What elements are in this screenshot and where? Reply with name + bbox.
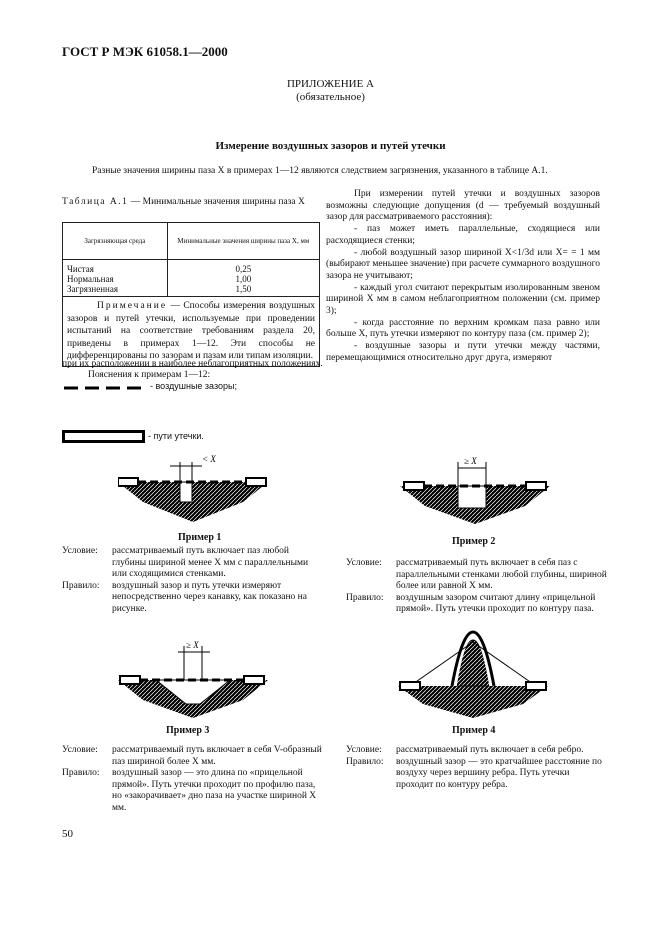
rule-label: Правило: (62, 768, 100, 778)
table-env-cell: Чистая Нормальная Загрязненная (62, 259, 168, 297)
lt-x-label: < X (202, 454, 216, 464)
legend-air-gap: - воздушные зазоры; (62, 381, 382, 395)
example-1-title: Пример 1 (178, 532, 222, 543)
rule-label: Правило: (62, 580, 100, 591)
condition-label: Условие: (346, 745, 382, 755)
intro-paragraph: Разные значения ширины паза X в примерах… (92, 166, 548, 176)
example-3-figure: ≥ X (118, 640, 268, 718)
double-line-icon (62, 430, 145, 443)
example-2-title: Пример 2 (452, 536, 496, 547)
allowance-paragraph: При измерении путей утечки и воздушных з… (326, 189, 600, 223)
section-title: Измерение воздушных зазоров и путей утеч… (215, 140, 446, 152)
rule-label: Правило: (346, 756, 384, 767)
condition-label: Условие: (62, 546, 98, 556)
allowance-paragraph: - любой воздушный зазор шириной X<1/3d и… (326, 247, 600, 281)
allowances-column: При измерении путей утечки и воздушных з… (326, 189, 600, 365)
example-3-text: Условие: рассматриваемый путь включает в … (62, 745, 324, 814)
explanations-heading: Пояснения к примерам 1—12: (88, 370, 211, 380)
example-4-rule: воздушный зазор — это кратчайшее расстоя… (396, 756, 602, 790)
table-header-environment: Загрязняющая среда (62, 222, 168, 260)
allowance-paragraph: - каждый угол считают перекрытым изолиро… (326, 282, 600, 317)
example-3-title: Пример 3 (166, 725, 210, 736)
example-1-condition: рассматриваемый путь включает паз любой … (112, 546, 309, 579)
table-header-min-width: Минимальные значения ширины паза X, мм (166, 222, 321, 260)
appendix-heading: ПРИЛОЖЕНИЕ А (обязательное) (0, 78, 661, 104)
appendix-title: ПРИЛОЖЕНИЕ А (286, 78, 374, 90)
example-4-text: Условие: рассматриваемый путь включает в … (346, 745, 608, 791)
allowance-paragraph: - когда расстояние по верхним кромкам па… (326, 317, 600, 340)
legend-creep-label: - пути утечки. (148, 431, 204, 441)
appendix-subtitle: (обязательное) (296, 91, 365, 103)
table-caption: Таблица А.1 — Минимальные значения ширин… (62, 197, 312, 208)
example-3-condition: рассматриваемый путь включает в себя V-о… (112, 745, 322, 767)
table-caption-lead: Таблица А.1 (62, 197, 129, 207)
example-1-figure: < X (118, 454, 268, 522)
legend-air-label: - воздушные зазоры; (150, 381, 237, 391)
table-caption-rest: — Минимальные значения ширины паза X (128, 197, 305, 207)
dashed-line-icon (64, 386, 148, 390)
table-value-cell: 0,25 1,00 1,50 (166, 259, 321, 297)
continuation-line: при их расположении в наиболее неблагопр… (62, 359, 323, 369)
example-2-figure: ≥ X (400, 456, 550, 524)
document-header: ГОСТ Р МЭК 61058.1—2000 (62, 44, 228, 59)
pollution-table: Загрязняющая среда Минимальные значения … (62, 222, 321, 367)
table-note: Примечание — Способы измерения воздушных… (62, 296, 320, 367)
allowance-paragraph: - паз может иметь параллельные, сходящие… (326, 224, 600, 246)
table-note-lead: Примечание (97, 301, 168, 311)
example-2-condition: рассматриваемый путь включает в себя паз… (396, 558, 607, 591)
example-2-text: Условие: рассматриваемый путь включает в … (346, 558, 608, 616)
allowance-paragraph: - воздушные зазоры и пути утечки между ч… (326, 341, 600, 363)
example-4-title: Пример 4 (452, 725, 496, 736)
page-number: 50 (62, 828, 73, 840)
ge-x-label: ≥ X (186, 640, 199, 650)
rule-label: Правило: (346, 592, 384, 603)
ge-x-label: ≥ X (464, 456, 477, 466)
example-1-rule: воздушный зазор и путь утечки измеряют н… (112, 580, 307, 614)
example-1-text: Условие: рассматриваемый путь включает па… (62, 546, 322, 615)
condition-label: Условие: (346, 558, 382, 568)
legend-creepage: - пути утечки. (62, 429, 382, 445)
table-note-text: — Способы измерения воздушных зазоров и … (67, 301, 315, 361)
example-2-rule: воздушным зазором считают длину «прицель… (396, 592, 596, 615)
example-3-rule: воздушный зазор — это длина по «прицельн… (112, 768, 317, 813)
example-4-figure (398, 630, 548, 718)
condition-label: Условие: (62, 745, 98, 755)
example-4-condition: рассматриваемый путь включает в себя реб… (396, 745, 584, 755)
